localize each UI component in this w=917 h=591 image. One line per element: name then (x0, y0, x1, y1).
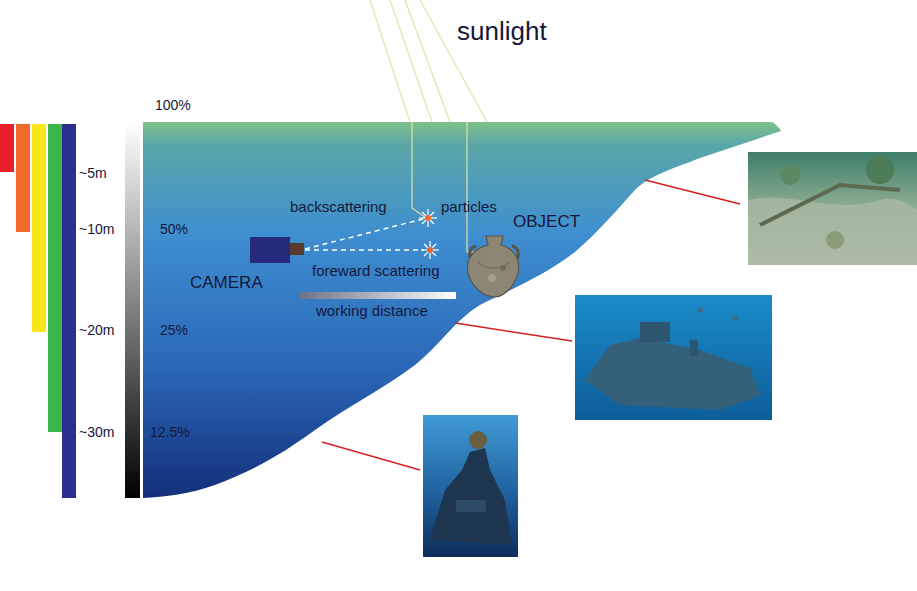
photo-wreck (575, 295, 772, 420)
working-distance-bar (300, 292, 456, 299)
text-label: CAMERA (190, 274, 263, 291)
text-label: ~5m (79, 166, 107, 180)
scatter-lines (305, 219, 424, 250)
text-label: 25% (160, 323, 188, 337)
orange-bar (16, 124, 30, 232)
text-label: sunlight (457, 18, 547, 44)
green-bar (48, 124, 62, 432)
text-label: 12.5% (150, 425, 190, 439)
amphora (467, 236, 518, 297)
text-label: ~30m (79, 425, 114, 439)
photo-shallow (748, 152, 917, 265)
photo-deep (423, 415, 518, 557)
text-label: ~10m (79, 222, 114, 236)
text-label: foreward scattering (312, 263, 440, 278)
camera-body (250, 237, 290, 263)
text-label: 50% (160, 222, 188, 236)
camera-lens (290, 243, 304, 255)
particle-symbol (419, 209, 437, 227)
blue-bar (62, 124, 76, 498)
red-bar (0, 124, 14, 172)
text-label: 100% (155, 98, 191, 112)
particle-symbol (421, 241, 439, 259)
text-label: particles (441, 199, 497, 214)
text-label: OBJECT (513, 213, 580, 230)
text-label: working distance (316, 303, 428, 318)
light-bar (125, 122, 140, 498)
text-label: backscattering (290, 199, 387, 214)
text-label: ~20m (79, 323, 114, 337)
yellow-bar (32, 124, 46, 332)
